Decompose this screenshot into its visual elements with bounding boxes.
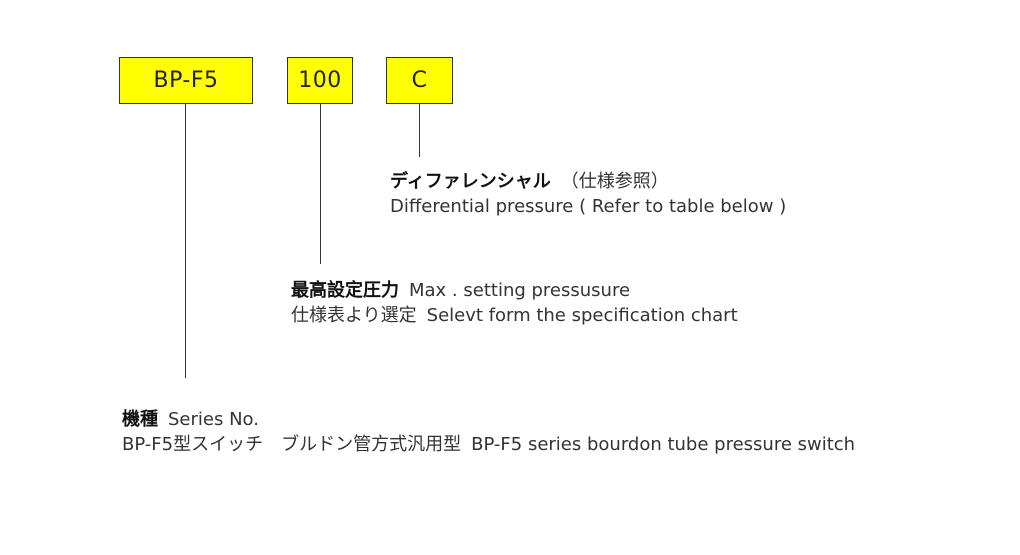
differential-leader-line — [419, 104, 420, 157]
series-desc-jp: BP-F5型スイッチ ブルドン管方式汎用型 — [122, 434, 462, 455]
differential-description: ディファレンシャル （仕様参照） Differential pressure ( … — [390, 169, 786, 219]
max-pressure-code-box: 100 — [287, 57, 353, 104]
differential-title-jp: ディファレンシャル — [390, 171, 551, 192]
max-setting-desc-en: Selevt form the specification chart — [426, 305, 738, 326]
series-code-label: BP-F5 — [153, 68, 219, 93]
max-setting-desc-jp: 仕様表より選定 — [291, 305, 417, 326]
series-leader-line — [185, 104, 186, 378]
max-setting-description: 最高設定圧力 Max . setting pressusure 仕様表より選定 Se… — [291, 278, 738, 328]
series-desc-row: BP-F5型スイッチ ブルドン管方式汎用型 BP-F5 series bourdo… — [122, 432, 855, 457]
differential-desc-en: Differential pressure ( Refer to table b… — [390, 196, 787, 217]
max-setting-title-en: Max . setting pressusure — [409, 280, 631, 301]
series-desc-en: BP-F5 series bourdon tube pressure switc… — [471, 434, 856, 455]
differential-title-note: （仕様参照） — [560, 171, 669, 192]
series-title-row: 機種 Series No. — [122, 407, 855, 432]
differential-code-label: C — [411, 68, 428, 93]
differential-title-row: ディファレンシャル （仕様参照） — [390, 169, 786, 194]
max-setting-title-jp: 最高設定圧力 — [291, 280, 399, 301]
max-setting-desc-row: 仕様表より選定 Selevt form the specification cha… — [291, 303, 738, 328]
max-setting-title-row: 最高設定圧力 Max . setting pressusure — [291, 278, 738, 303]
max-pressure-code-label: 100 — [298, 68, 342, 93]
max-pressure-leader-line — [320, 104, 321, 264]
series-title-jp: 機種 — [122, 409, 158, 430]
series-title-en: Series No. — [168, 409, 259, 430]
series-code-box: BP-F5 — [119, 57, 253, 104]
differential-code-box: C — [386, 57, 453, 104]
series-description: 機種 Series No. BP-F5型スイッチ ブルドン管方式汎用型 BP-F5 … — [122, 407, 855, 457]
